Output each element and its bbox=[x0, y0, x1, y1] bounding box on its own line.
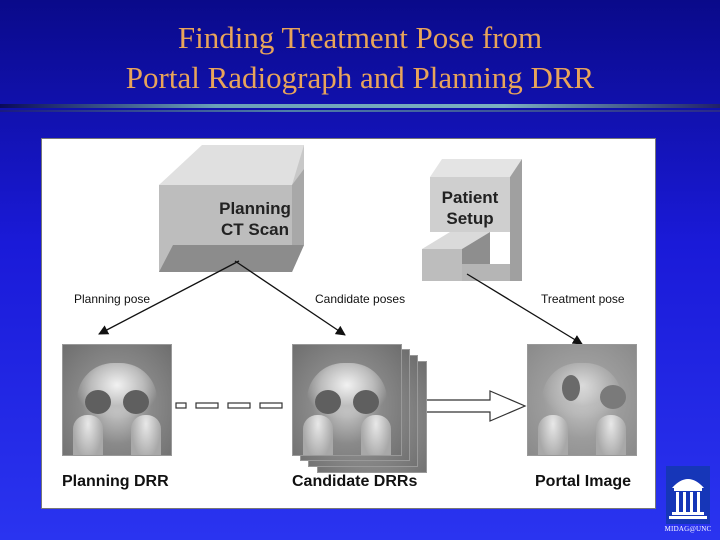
patient-setup-line1: Patient bbox=[441, 188, 499, 207]
ct-scan-label: Planning CT Scan bbox=[200, 198, 310, 240]
candidate-drr-image bbox=[292, 344, 402, 456]
portal-image-label: Portal Image bbox=[535, 473, 632, 490]
planning-pose-arrow bbox=[98, 260, 240, 335]
candidate-poses-arrow bbox=[234, 260, 346, 336]
candidate-drrs-label: Candidate DRRs bbox=[292, 473, 418, 490]
slide-title: Finding Treatment Pose from Portal Radio… bbox=[0, 18, 720, 98]
ct-scan-label-line1: Planning bbox=[219, 199, 291, 218]
candidate-poses-label: Candidate poses bbox=[315, 292, 406, 306]
diagram-drawing bbox=[98, 145, 583, 422]
compare-arrow bbox=[423, 390, 527, 422]
treatment-pose-label: Treatment pose bbox=[541, 292, 625, 306]
patient-setup-line2: Setup bbox=[446, 209, 494, 228]
old-well-icon bbox=[666, 466, 710, 524]
dash-4 bbox=[259, 402, 283, 409]
patient-setup-shape bbox=[422, 159, 522, 281]
planning-pose-label: Planning pose bbox=[74, 292, 151, 306]
ct-scan-cube bbox=[159, 145, 304, 272]
patient-setup-label: Patient Setup bbox=[420, 187, 520, 229]
portal-image bbox=[527, 344, 637, 456]
title-line-1: Finding Treatment Pose from bbox=[177, 20, 543, 55]
title-divider bbox=[0, 104, 720, 108]
logo-caption: MIDAG@UNC bbox=[664, 525, 712, 533]
ct-scan-label-line2: CT Scan bbox=[220, 220, 290, 239]
treatment-pose-arrow bbox=[466, 273, 583, 345]
dash-1 bbox=[175, 402, 187, 409]
planning-drr-label: Planning DRR bbox=[62, 473, 169, 490]
title-divider-secondary bbox=[0, 110, 720, 112]
dash-2 bbox=[195, 402, 219, 409]
diagram-figure: Planning CT Scan Patient Setup Planning … bbox=[41, 138, 656, 509]
planning-drr-image bbox=[62, 344, 172, 456]
dash-3 bbox=[227, 402, 251, 409]
title-line-2: Portal Radiograph and Planning DRR bbox=[125, 60, 595, 95]
